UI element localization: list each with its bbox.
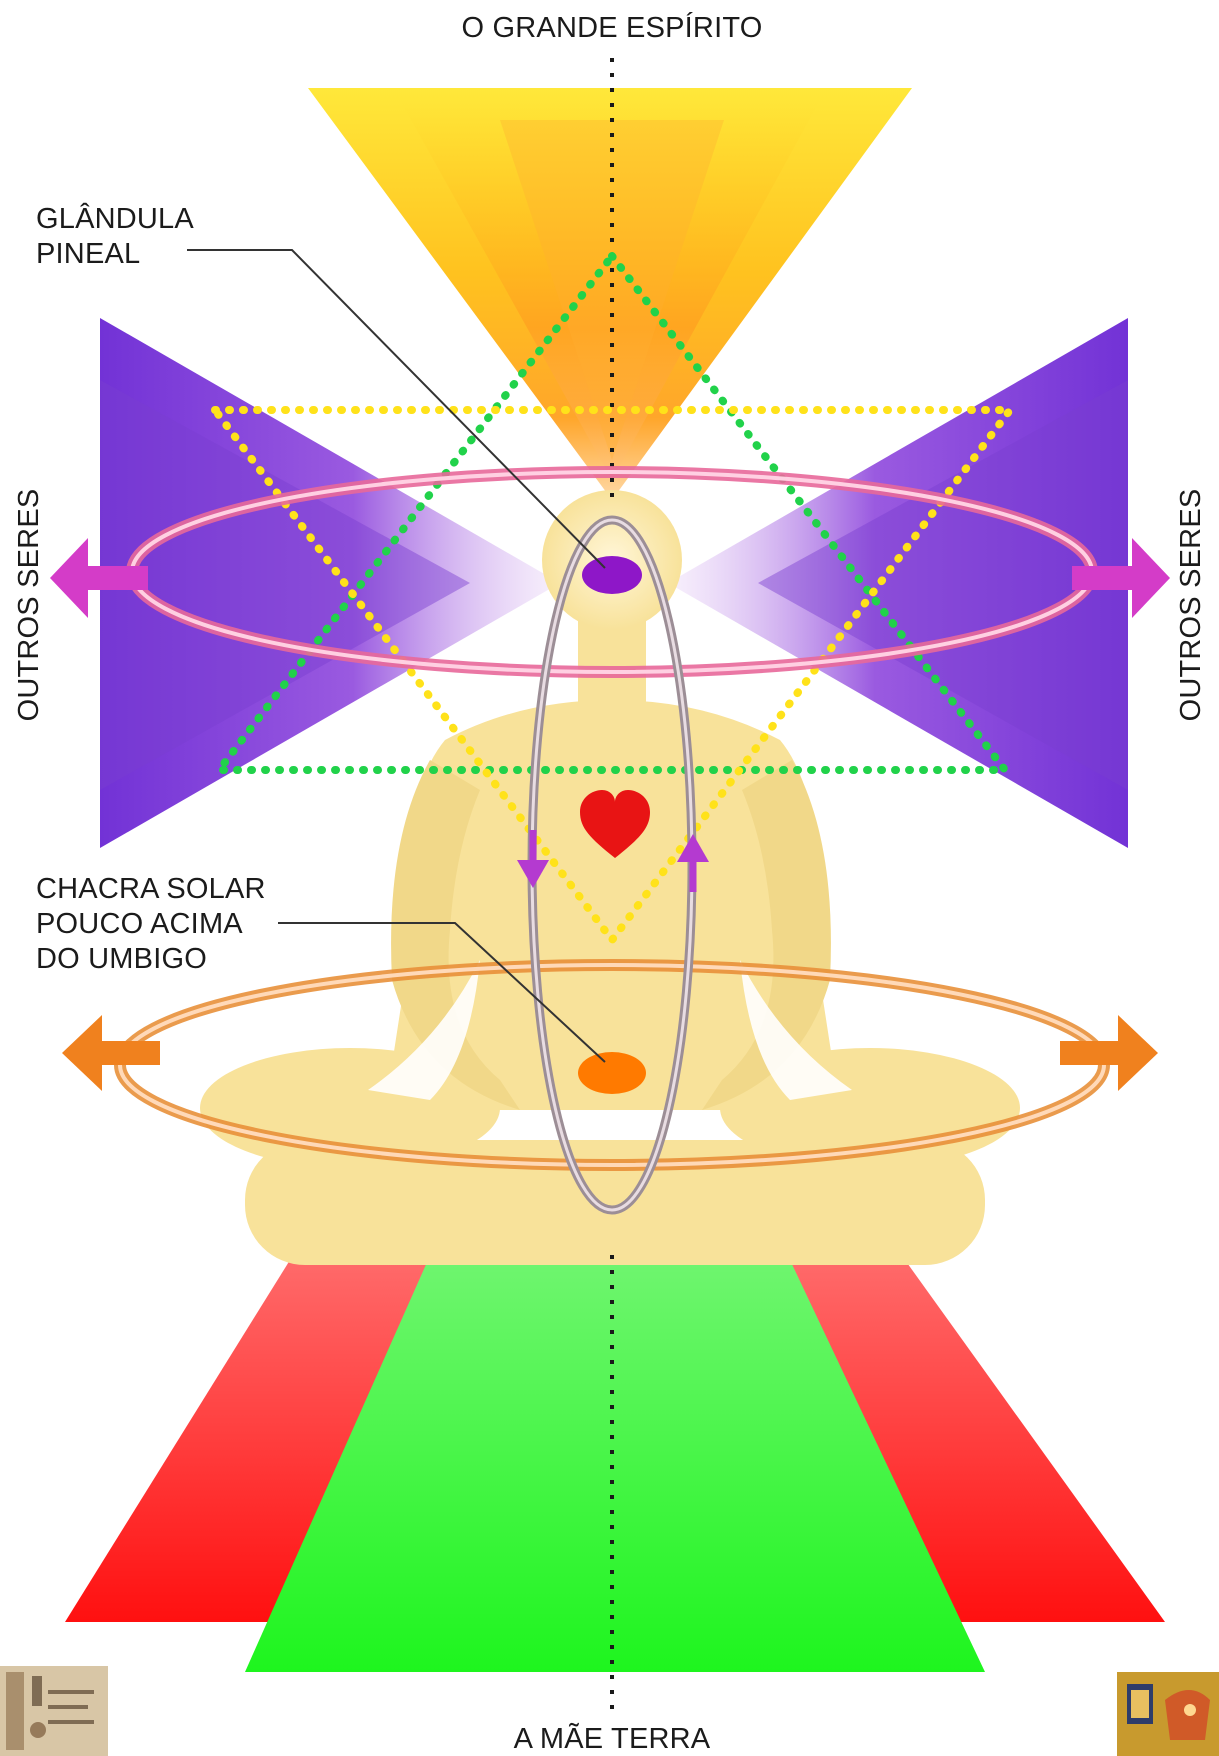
right-side-label: OUTROS SERES — [1175, 489, 1207, 722]
pineal-label-line2: PINEAL — [36, 238, 140, 270]
egyptian-art-thumbnail-icon — [1117, 1672, 1219, 1756]
solar-chakra-icon — [578, 1052, 646, 1094]
pineal-label-line1: GLÂNDULA — [36, 202, 194, 235]
top-label: O GRANDE ESPÍRITO — [462, 11, 763, 44]
solar-label-line2: POUCO ACIMA — [36, 908, 243, 940]
hieroglyph-thumbnail-icon — [0, 1666, 108, 1756]
ground — [65, 1260, 1165, 1672]
solar-label-line1: CHACRA SOLAR — [36, 873, 266, 905]
left-side-label: OUTROS SERES — [13, 489, 45, 722]
solar-label-line3: DO UMBIGO — [36, 943, 207, 975]
bottom-label: A MÃE TERRA — [514, 1721, 711, 1755]
pineal-chakra-icon — [582, 556, 642, 594]
